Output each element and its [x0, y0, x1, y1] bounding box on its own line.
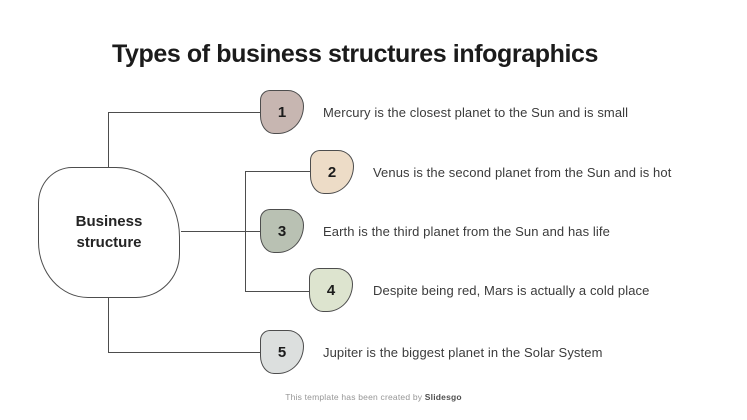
item-1-description: Mercury is the closest planet to the Sun… — [323, 104, 629, 120]
item-2-number-box: 2 — [310, 150, 354, 194]
connector-line-item1-vertical — [108, 112, 110, 168]
template-credit: This template has been created by Slides… — [0, 392, 747, 402]
credit-brand: Slidesgo — [424, 392, 462, 402]
connector-line-item2-horizontal — [245, 171, 310, 173]
item-5-description: Jupiter is the biggest planet in the Sol… — [323, 344, 603, 360]
connector-line-items2-4-vertical — [245, 171, 247, 292]
connector-line-item5-horizontal — [108, 352, 260, 354]
item-1-number-box: 1 — [260, 90, 304, 134]
item-4-number-box: 4 — [309, 268, 353, 312]
item-3-description: Earth is the third planet from the Sun a… — [323, 223, 610, 239]
connector-line-item1-horizontal — [108, 112, 260, 114]
center-node: Business structure — [38, 167, 180, 298]
connector-line-item3-horizontal — [181, 231, 260, 233]
credit-text: This template has been created by — [285, 392, 425, 402]
item-3-number-box: 3 — [260, 209, 304, 253]
item-5-number-box: 5 — [260, 330, 304, 374]
connector-line-item4-horizontal — [245, 291, 310, 293]
center-node-label: Business structure — [75, 213, 143, 251]
item-2-description: Venus is the second planet from the Sun … — [373, 164, 672, 180]
slide-title: Types of business structures infographic… — [111, 40, 599, 68]
item-4-description: Despite being red, Mars is actually a co… — [373, 282, 650, 298]
connector-line-item5-vertical — [108, 298, 110, 353]
